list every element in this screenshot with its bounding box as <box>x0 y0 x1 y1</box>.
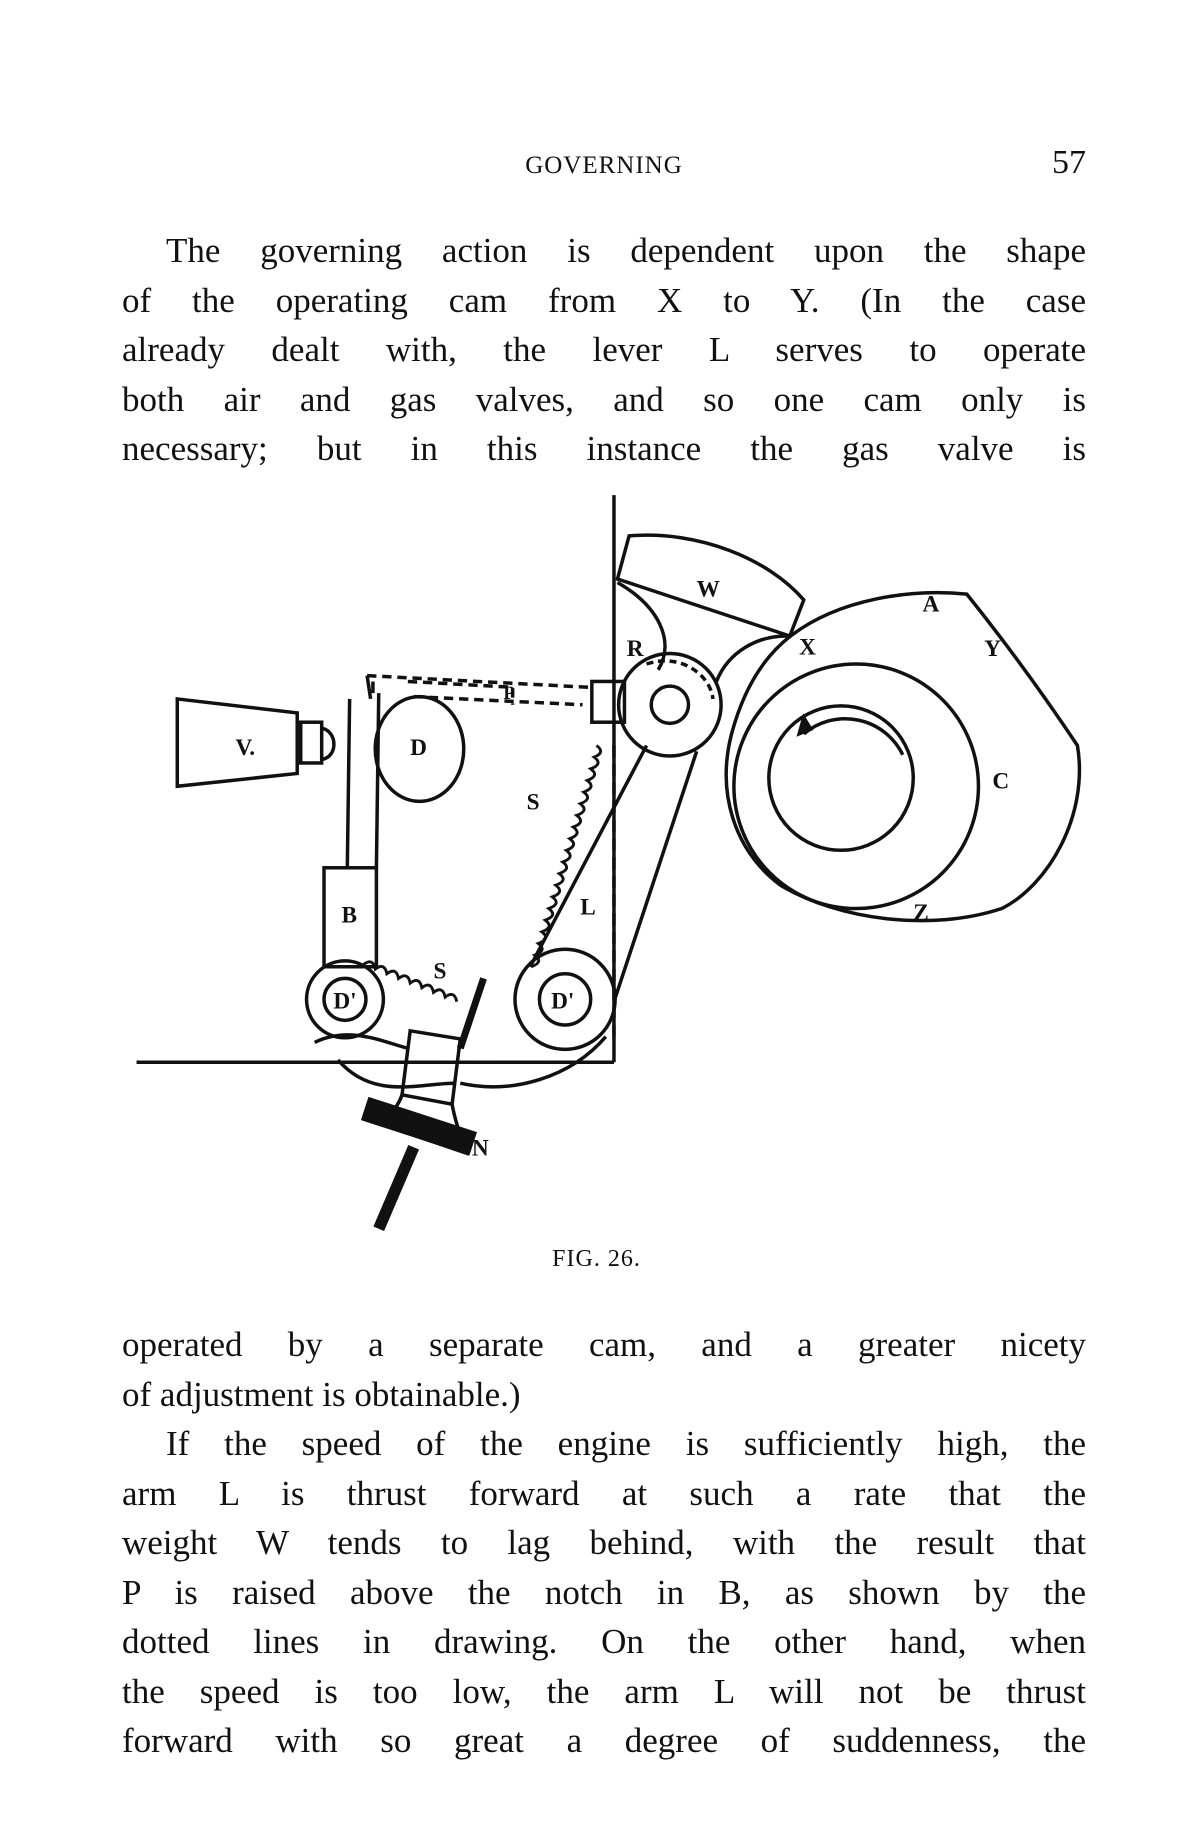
text-line: If the speed of the engine is sufficient… <box>166 1424 1086 1463</box>
pivot-roller <box>616 651 723 758</box>
label-p: P <box>503 683 514 704</box>
running-title: GOVERNING <box>525 152 683 179</box>
figure-caption: FIG. 26. <box>552 1246 641 1272</box>
pivot-d-prime-left <box>304 959 386 1040</box>
cam-outline <box>724 590 1082 923</box>
text-line: arm L is thrust forward at such a rate t… <box>122 1473 1086 1513</box>
text-line: the speed is too low, the arm L will not… <box>122 1671 1086 1711</box>
figure-26-governor-diagram: W A Y X R C Z V. D P S S L B D' D' N <box>136 495 1082 1232</box>
paragraph-3: If the speed of the engine is sufficient… <box>122 1419 1086 1766</box>
text-line: both air and gas valves, and so one cam … <box>122 379 1086 419</box>
page-number: 57 <box>1052 144 1086 181</box>
label-d: D <box>410 735 427 761</box>
label-z: Z <box>913 900 929 926</box>
page-header: GOVERNING 57 <box>122 144 1086 188</box>
text-line: necessary; but in this instance the gas … <box>122 429 1086 468</box>
label-v: V. <box>236 735 256 761</box>
label-s-lower: S <box>433 958 446 984</box>
label-n: N <box>472 1135 489 1161</box>
handle-n <box>400 1028 463 1107</box>
spring-s-lower <box>362 960 459 1003</box>
text-line: dotted lines in drawing. On the other ha… <box>122 1622 1086 1661</box>
paragraph-2: operated by a separate cam, and a greate… <box>122 1320 1086 1419</box>
label-b: B <box>341 903 357 929</box>
text-line: operated by a separate cam, and a greate… <box>122 1325 1086 1364</box>
arm-l <box>528 744 649 968</box>
text-line: forward with so great a degree of sudden… <box>122 1721 1086 1760</box>
weight-w <box>615 533 806 639</box>
text-line: of the operating cam from X to Y. (In th… <box>122 280 1086 320</box>
label-x: X <box>799 635 816 661</box>
pivot-d-prime-right <box>513 947 617 1052</box>
text-line: P is raised above the notch in B, as sho… <box>122 1572 1086 1612</box>
text-line: of adjustment is obtainable.) <box>122 1374 521 1414</box>
text-line: weight W tends to lag behind, with the r… <box>122 1523 1086 1562</box>
label-s-upper: S <box>527 790 540 816</box>
bar-b <box>322 866 379 969</box>
cam-base-circle <box>732 662 981 911</box>
roller-d <box>373 694 466 804</box>
block-p <box>590 679 627 724</box>
text-line: The governing action is dependent upon t… <box>166 231 1086 270</box>
label-c: C <box>992 769 1009 795</box>
valve-v <box>175 696 299 789</box>
quadrant-arc <box>313 1033 608 1089</box>
label-y: Y <box>984 636 1001 662</box>
label-a: A <box>923 592 940 618</box>
label-l: L <box>580 894 596 920</box>
cam-shaft-circle <box>767 704 915 853</box>
paragraph-1: The governing action is dependent upon t… <box>122 226 1086 474</box>
spring-s-upper <box>530 744 603 969</box>
label-d-prime-left: D' <box>333 989 356 1015</box>
label-r: R <box>627 636 644 662</box>
rotation-arrow-icon <box>802 716 905 756</box>
text-line: already dealt with, the lever L serves t… <box>122 330 1086 369</box>
label-w: W <box>697 576 720 602</box>
label-d-prime-right: D' <box>551 989 574 1015</box>
